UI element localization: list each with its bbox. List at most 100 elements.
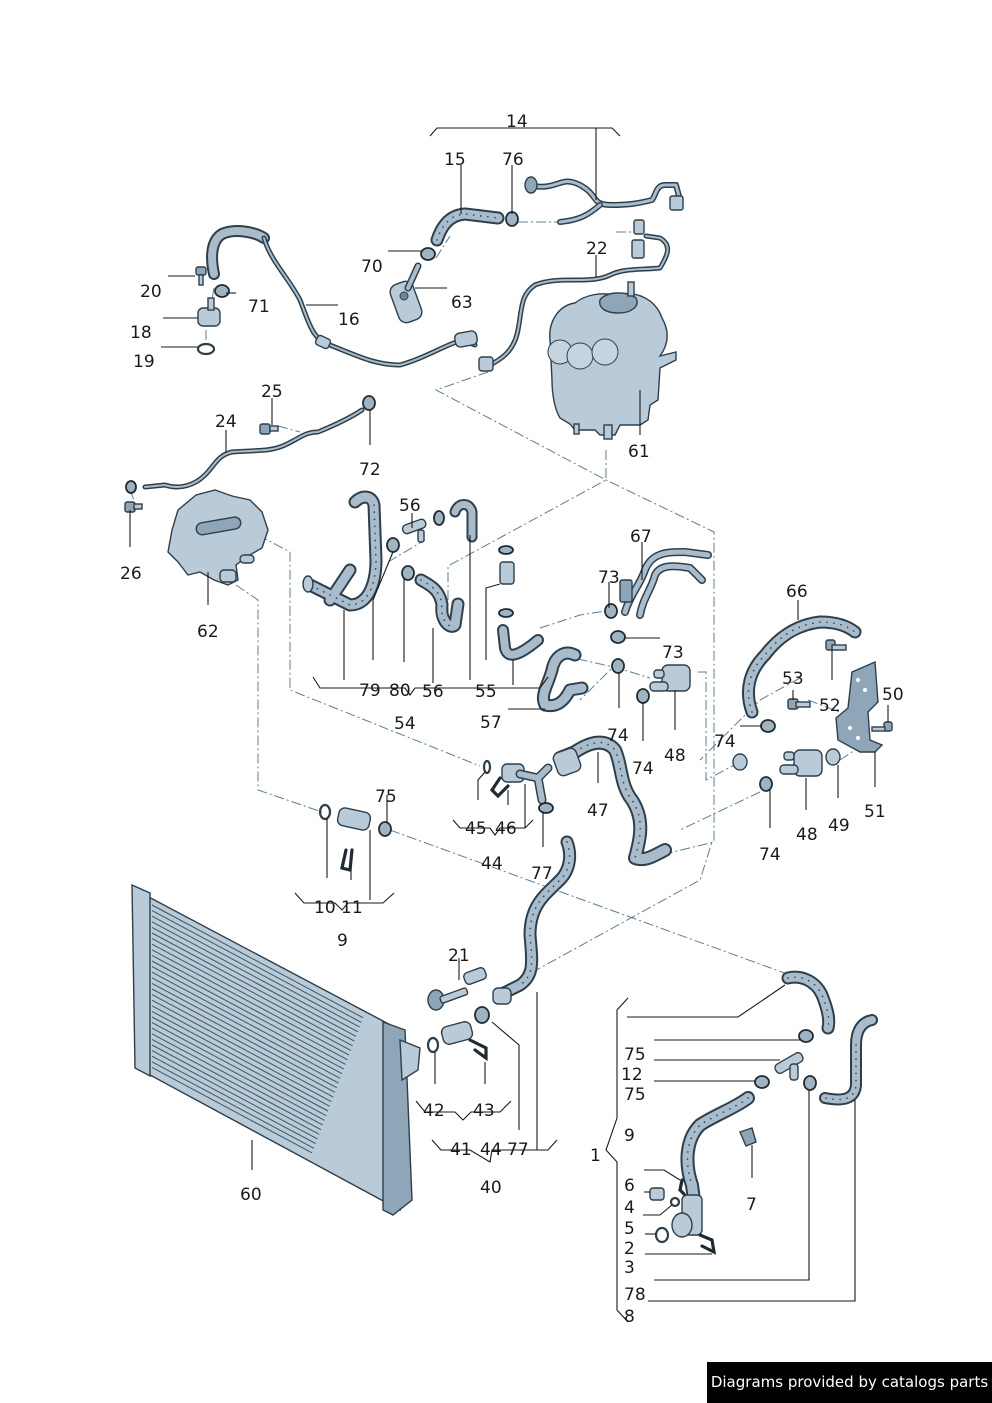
label-3[interactable]: 3	[624, 1258, 635, 1278]
label-74-a[interactable]: 74	[607, 726, 629, 746]
part-45-clip[interactable]	[489, 776, 510, 799]
part-10-o-ring[interactable]	[318, 803, 332, 821]
part-3-clip[interactable]	[698, 1233, 717, 1255]
part-11-clip[interactable]	[340, 848, 354, 873]
label-56-bottom[interactable]: 56	[422, 682, 444, 702]
label-44-mid[interactable]: 44	[481, 854, 503, 874]
label-75-bottom[interactable]: 75	[624, 1085, 646, 1105]
part-4-o-ring[interactable]	[669, 1196, 681, 1208]
part-7-cap[interactable]	[739, 1127, 757, 1147]
label-53[interactable]: 53	[782, 669, 804, 689]
part-56-hose-lower[interactable]	[414, 573, 465, 633]
label-15[interactable]: 15	[444, 150, 466, 170]
label-45[interactable]: 45	[465, 819, 487, 839]
part-48-pump-lower[interactable]	[779, 749, 823, 777]
label-43[interactable]: 43	[473, 1101, 495, 1121]
label-75-mid[interactable]: 75	[375, 787, 397, 807]
part-79-hose[interactable]	[302, 490, 383, 612]
label-9-right[interactable]: 9	[624, 1126, 635, 1146]
part-5-o-ring[interactable]	[654, 1226, 670, 1244]
part-74-clamp-b[interactable]	[636, 688, 650, 704]
label-46[interactable]: 46	[495, 819, 517, 839]
part-56-hose-upper[interactable]	[449, 499, 478, 543]
label-74-b[interactable]: 74	[632, 759, 654, 779]
label-51[interactable]: 51	[864, 802, 886, 822]
label-14[interactable]: 14	[506, 112, 528, 132]
part-24-pipe[interactable]	[142, 407, 365, 490]
label-66[interactable]: 66	[786, 582, 808, 602]
label-5[interactable]: 5	[624, 1219, 635, 1239]
part-11-connector[interactable]	[336, 807, 372, 831]
part-53-bolt[interactable]	[787, 698, 811, 710]
part-78-clamp[interactable]	[803, 1075, 817, 1091]
label-63[interactable]: 63	[451, 293, 473, 313]
label-6[interactable]: 6	[624, 1176, 635, 1196]
part-18-connector[interactable]	[197, 297, 221, 327]
label-7[interactable]: 7	[746, 1195, 757, 1215]
part-70-clamp[interactable]	[420, 247, 436, 261]
label-73-top[interactable]: 73	[598, 568, 620, 588]
label-61[interactable]: 61	[628, 442, 650, 462]
label-41[interactable]: 41	[450, 1140, 472, 1160]
part-8-hose-upper[interactable]	[781, 970, 836, 1035]
part-71-clamp[interactable]	[214, 284, 230, 298]
part-74-clamp-a[interactable]	[611, 658, 625, 674]
label-77-mid[interactable]: 77	[531, 864, 553, 884]
part-42-o-ring[interactable]	[426, 1036, 440, 1054]
part-50-bolt[interactable]	[871, 721, 893, 732]
part-66-hose[interactable]	[741, 615, 862, 719]
part-76-clamp[interactable]	[505, 211, 519, 227]
part-44-clamp[interactable]	[474, 1006, 490, 1024]
label-1[interactable]: 1	[590, 1146, 601, 1166]
part-74-clamp-c[interactable]	[760, 719, 776, 733]
label-71[interactable]: 71	[248, 297, 270, 317]
part-62-housing[interactable]	[167, 489, 269, 586]
part-12-t-connector[interactable]	[774, 1051, 805, 1081]
label-2[interactable]: 2	[624, 1239, 635, 1259]
part-46-elbow[interactable]	[501, 763, 553, 805]
part-79-clamp[interactable]	[386, 537, 400, 553]
part-57-hose[interactable]	[536, 646, 589, 713]
part-51-bracket[interactable]	[835, 660, 884, 753]
label-57[interactable]: 57	[480, 713, 502, 733]
part-72-clamp[interactable]	[362, 395, 376, 411]
label-10[interactable]: 10	[314, 898, 336, 918]
label-70[interactable]: 70	[361, 257, 383, 277]
part-48-pump-upper[interactable]	[649, 664, 691, 692]
label-76[interactable]: 76	[502, 150, 524, 170]
label-47[interactable]: 47	[587, 801, 609, 821]
label-56-top[interactable]: 56	[399, 496, 421, 516]
label-78[interactable]: 78	[624, 1285, 646, 1305]
part-73-clamp-upper[interactable]	[604, 603, 618, 619]
part-15-hose[interactable]	[430, 207, 505, 247]
label-48-upper[interactable]: 48	[664, 746, 686, 766]
part-55-hose[interactable]	[497, 624, 544, 661]
part-49-grommet[interactable]	[825, 748, 841, 766]
label-52[interactable]: 52	[819, 696, 841, 716]
label-77-bottom[interactable]: 77	[507, 1140, 529, 1160]
part-19-o-ring[interactable]	[196, 342, 216, 356]
label-48-lower[interactable]: 48	[796, 825, 818, 845]
part-77-hose[interactable]	[492, 835, 577, 1005]
part-67-pipes[interactable]	[619, 548, 712, 619]
part-14-pipe-assembly[interactable]	[524, 176, 684, 225]
label-18[interactable]: 18	[130, 323, 152, 343]
part-55-valve[interactable]	[498, 545, 515, 618]
label-62[interactable]: 62	[197, 622, 219, 642]
label-40[interactable]: 40	[480, 1178, 502, 1198]
part-75-clamp-left[interactable]	[378, 821, 392, 837]
label-49[interactable]: 49	[828, 816, 850, 836]
label-8[interactable]: 8	[624, 1307, 635, 1327]
part-75-clamp-upper[interactable]	[798, 1029, 814, 1043]
part-24-clamp[interactable]	[125, 480, 137, 494]
part-74-clamp-d[interactable]	[759, 776, 773, 792]
label-79[interactable]: 79	[359, 681, 381, 701]
part-6-clip[interactable]	[678, 1178, 686, 1196]
part-56-clamp[interactable]	[433, 510, 445, 526]
label-20[interactable]: 20	[140, 282, 162, 302]
label-12[interactable]: 12	[621, 1065, 643, 1085]
part-2-housing[interactable]	[671, 1194, 703, 1238]
label-4[interactable]: 4	[624, 1198, 635, 1218]
label-25[interactable]: 25	[261, 382, 283, 402]
label-72[interactable]: 72	[359, 460, 381, 480]
